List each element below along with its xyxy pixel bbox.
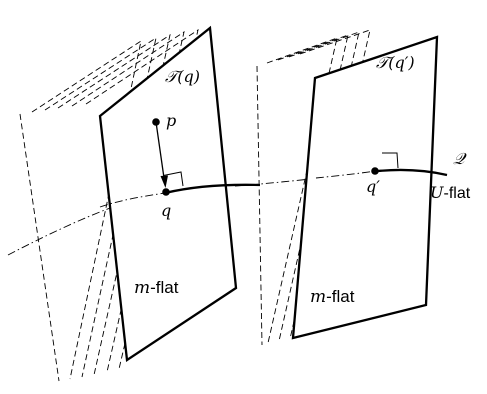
label-manifold: 𝒬 (453, 149, 467, 168)
right-dashed-plane-5 (299, 29, 371, 338)
point-q-dot (162, 188, 170, 196)
right-angle-marker-left (163, 171, 184, 187)
manifold-solid-right (377, 168, 448, 177)
label-m-flat-right: m-flat (310, 287, 355, 307)
label-tangent-right: 𝒯(q′) (376, 53, 415, 72)
right-dashed-plane-4 (288, 31, 360, 340)
label-point-p: p (166, 111, 176, 130)
right-dashed-plane-3 (277, 34, 349, 342)
left-dashed-plane-1 (19, 113, 60, 382)
manifold-curve-dashdot-left-plane (99, 192, 166, 208)
right-angle-marker-right (382, 152, 399, 169)
left-dashed-plane-2 (31, 40, 142, 380)
right-dashed-planes (256, 29, 371, 346)
left-dashed-plane-3 (44, 37, 157, 378)
label-point-q: q (161, 201, 171, 220)
label-u-flat: U-flat (430, 183, 471, 202)
point-q-prime-dot (371, 167, 379, 175)
projection-arrow-line (155, 121, 165, 179)
point-p-dot (152, 118, 160, 126)
label-point-q-prime: q′ (366, 177, 380, 196)
label-m-flat-left: m-flat (134, 278, 179, 298)
tangent-plane-right (291, 35, 439, 340)
label-tangent-left: 𝒯(q) (165, 67, 200, 86)
manifold-solid-left (164, 183, 261, 195)
manifold-curve-dashdot-right-plane (315, 170, 377, 179)
projection-arrow-head (160, 175, 168, 188)
right-dashed-plane-2 (266, 37, 338, 344)
right-dashed-plane-1 (256, 65, 263, 346)
